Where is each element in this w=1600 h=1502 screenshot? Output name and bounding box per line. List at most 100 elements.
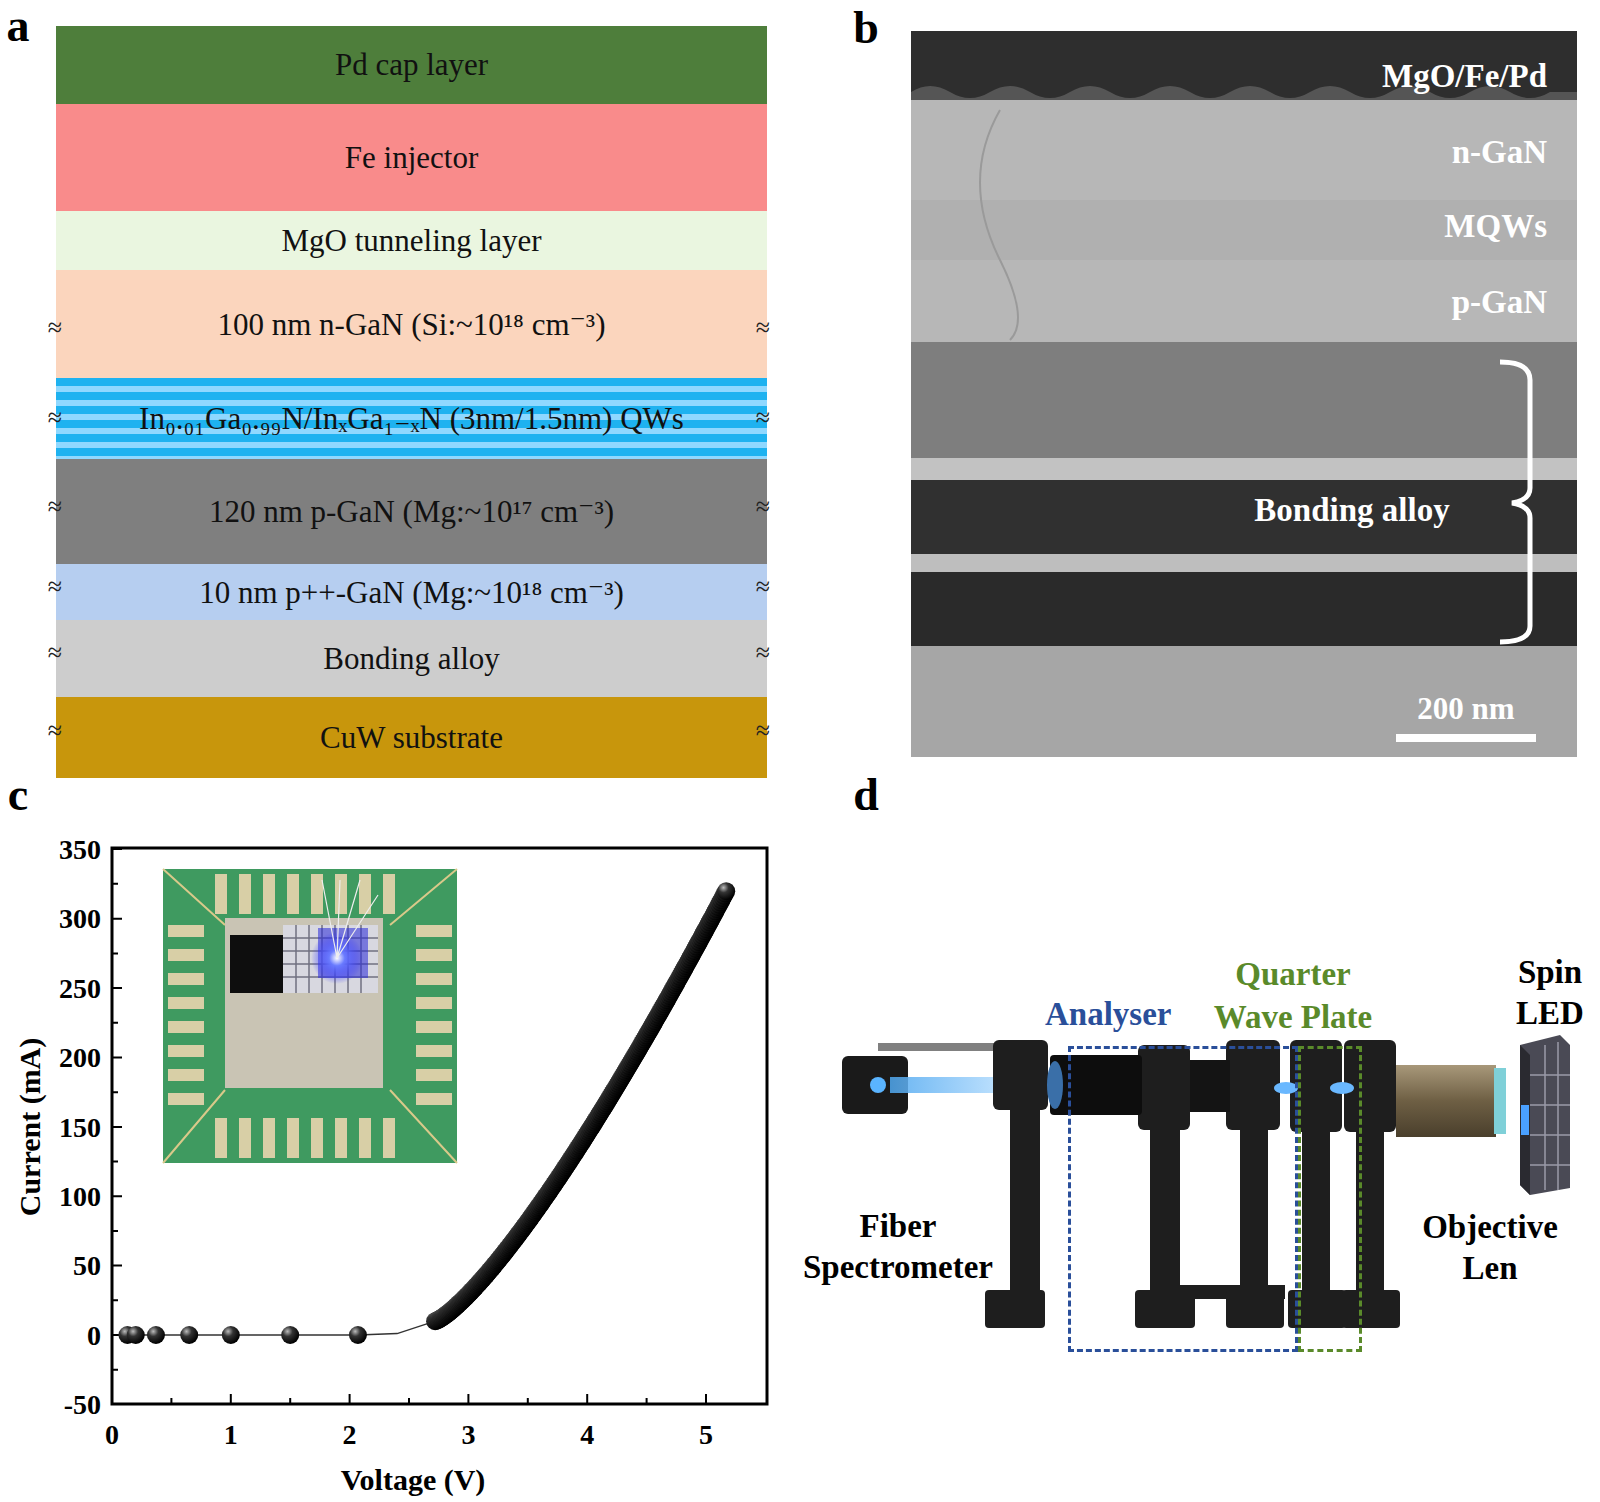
data-point <box>147 1326 165 1344</box>
inset-photo-part-part <box>168 949 204 961</box>
y-tick-label: 200 <box>59 1040 101 1075</box>
x-tick-label: 5 <box>699 1417 713 1452</box>
break-mark: ≈ <box>756 637 770 670</box>
inset-photo-part <box>168 874 452 1158</box>
optical-setup-part-part <box>1226 1040 1280 1130</box>
tem-image-part <box>911 554 1577 572</box>
tem-image <box>911 31 1577 757</box>
optical-setup-part <box>985 1040 1400 1328</box>
inset-photo-part-part <box>416 1093 452 1105</box>
inset-photo-part-part <box>311 874 323 914</box>
y-tick-label: -50 <box>64 1387 101 1422</box>
dashed-group-box: Quarter Wave Plate <box>1298 1046 1362 1352</box>
optical-setup-part <box>1521 1105 1529 1135</box>
inset-photo-part-part <box>311 1118 323 1158</box>
x-tick-label: 0 <box>105 1417 119 1452</box>
inset-photo-part-part <box>168 973 204 985</box>
chart-frame-part <box>112 848 767 1404</box>
dashed-group-box: Analyser <box>1068 1046 1298 1352</box>
layer-label: 120 nm p-GaN (Mg:~10¹⁷ cm⁻³) <box>209 493 614 530</box>
panel-letter: a <box>7 0 30 55</box>
x-tick-label: 2 <box>343 1417 357 1452</box>
layer-label: 10 nm p++-GaN (Mg:~10¹⁸ cm⁻³) <box>199 574 624 611</box>
inset-photo-part-part <box>383 1118 395 1158</box>
axis-title: Current (mA) <box>11 1038 49 1217</box>
inset-photo-part-part <box>168 1045 204 1057</box>
data-point <box>222 1326 240 1344</box>
inset-photo-part-part <box>416 997 452 1009</box>
break-mark: ≈ <box>48 571 62 604</box>
y-tick-label: 0 <box>87 1317 101 1352</box>
break-mark: ≈ <box>48 402 62 435</box>
tem-image-part <box>911 100 1577 342</box>
y-tick-label: 50 <box>73 1248 101 1283</box>
break-mark: ≈ <box>756 491 770 524</box>
break-mark: ≈ <box>48 491 62 524</box>
tem-image-part <box>911 458 1577 480</box>
inset-photo-part <box>283 925 378 993</box>
inset-photo-part-part <box>335 874 347 914</box>
tem-image-part <box>911 646 1577 757</box>
tem-image-part <box>911 342 1577 460</box>
inset-photo-part-part <box>416 925 452 937</box>
x-tick-label: 1 <box>224 1417 238 1452</box>
optical-setup-part-part <box>1010 1110 1040 1295</box>
inset-photo-part-part <box>263 874 275 914</box>
inset-photo-part-part <box>239 874 251 914</box>
inset-photo-part-part <box>168 997 204 1009</box>
fit-line <box>124 1321 435 1335</box>
panel-letter: b <box>853 0 879 57</box>
inset-photo-part-part <box>383 874 395 914</box>
scale-bar-label: 200 nm <box>1417 690 1514 729</box>
break-mark: ≈ <box>48 637 62 670</box>
tem-image-part <box>911 200 1577 260</box>
data-point <box>717 882 735 900</box>
layer-band: Bonding alloy <box>56 620 767 697</box>
layer-band: CuW substrate <box>56 697 767 778</box>
tem-image-part <box>911 480 1577 556</box>
inset-photo-part <box>230 935 286 993</box>
layer-tag: MQWs <box>1444 206 1547 247</box>
inset-photo-part-part <box>359 1118 371 1158</box>
inset-photo-part-part <box>416 973 452 985</box>
layer-band: MgO tunneling layer <box>56 211 767 270</box>
layer-band: 120 nm p-GaN (Mg:~10¹⁷ cm⁻³) <box>56 459 767 564</box>
break-mark: ≈ <box>756 715 770 748</box>
inset-photo <box>163 869 457 1163</box>
component-label: Spin LED <box>1502 952 1598 1035</box>
optical-setup-part <box>1190 1060 1230 1112</box>
optical-setup-part <box>1520 1045 1530 1195</box>
optical-setup-part <box>1047 1061 1063 1109</box>
layer-label: 100 nm n-GaN (Si:~10¹⁸ cm⁻³) <box>218 306 606 343</box>
optical-setup-part-part <box>1342 1290 1400 1328</box>
optical-setup-part-part <box>1226 1290 1284 1328</box>
break-mark: ≈ <box>48 312 62 345</box>
optical-setup-part <box>870 1077 886 1093</box>
tem-image-part <box>1396 734 1536 742</box>
layer-label: CuW substrate <box>320 720 503 756</box>
x-tick-label: 3 <box>461 1417 475 1452</box>
layer-label: Pd cap layer <box>335 47 488 83</box>
inset-photo-part-part <box>287 1118 299 1158</box>
optical-setup-part-part <box>1302 1132 1330 1295</box>
layer-label: MgO tunneling layer <box>281 223 541 259</box>
layer-tag: n-GaN <box>1452 132 1547 173</box>
panel-letter: d <box>853 766 879 824</box>
break-mark: ≈ <box>48 715 62 748</box>
inset-photo-part-part <box>168 1069 204 1081</box>
layer-tag: MgO/Fe/Pd <box>1382 56 1547 97</box>
inset-photo-part <box>283 925 378 993</box>
inset-photo-part-part <box>168 925 204 937</box>
inset-photo-part <box>163 869 457 1163</box>
component-label: Objective Len <box>1405 1207 1575 1290</box>
axis-title: Voltage (V) <box>341 1461 486 1499</box>
optical-setup-part-part <box>1240 1130 1268 1295</box>
inset-photo-part-part <box>239 1118 251 1158</box>
layer-tag: p-GaN <box>1452 282 1547 323</box>
break-mark: ≈ <box>756 402 770 435</box>
inset-photo-part-part <box>215 1118 227 1158</box>
y-tick-label: 100 <box>59 1178 101 1213</box>
inset-photo-part-part <box>168 1021 204 1033</box>
optical-setup-part-part <box>985 1290 1045 1328</box>
tem-image-part <box>911 31 1577 757</box>
